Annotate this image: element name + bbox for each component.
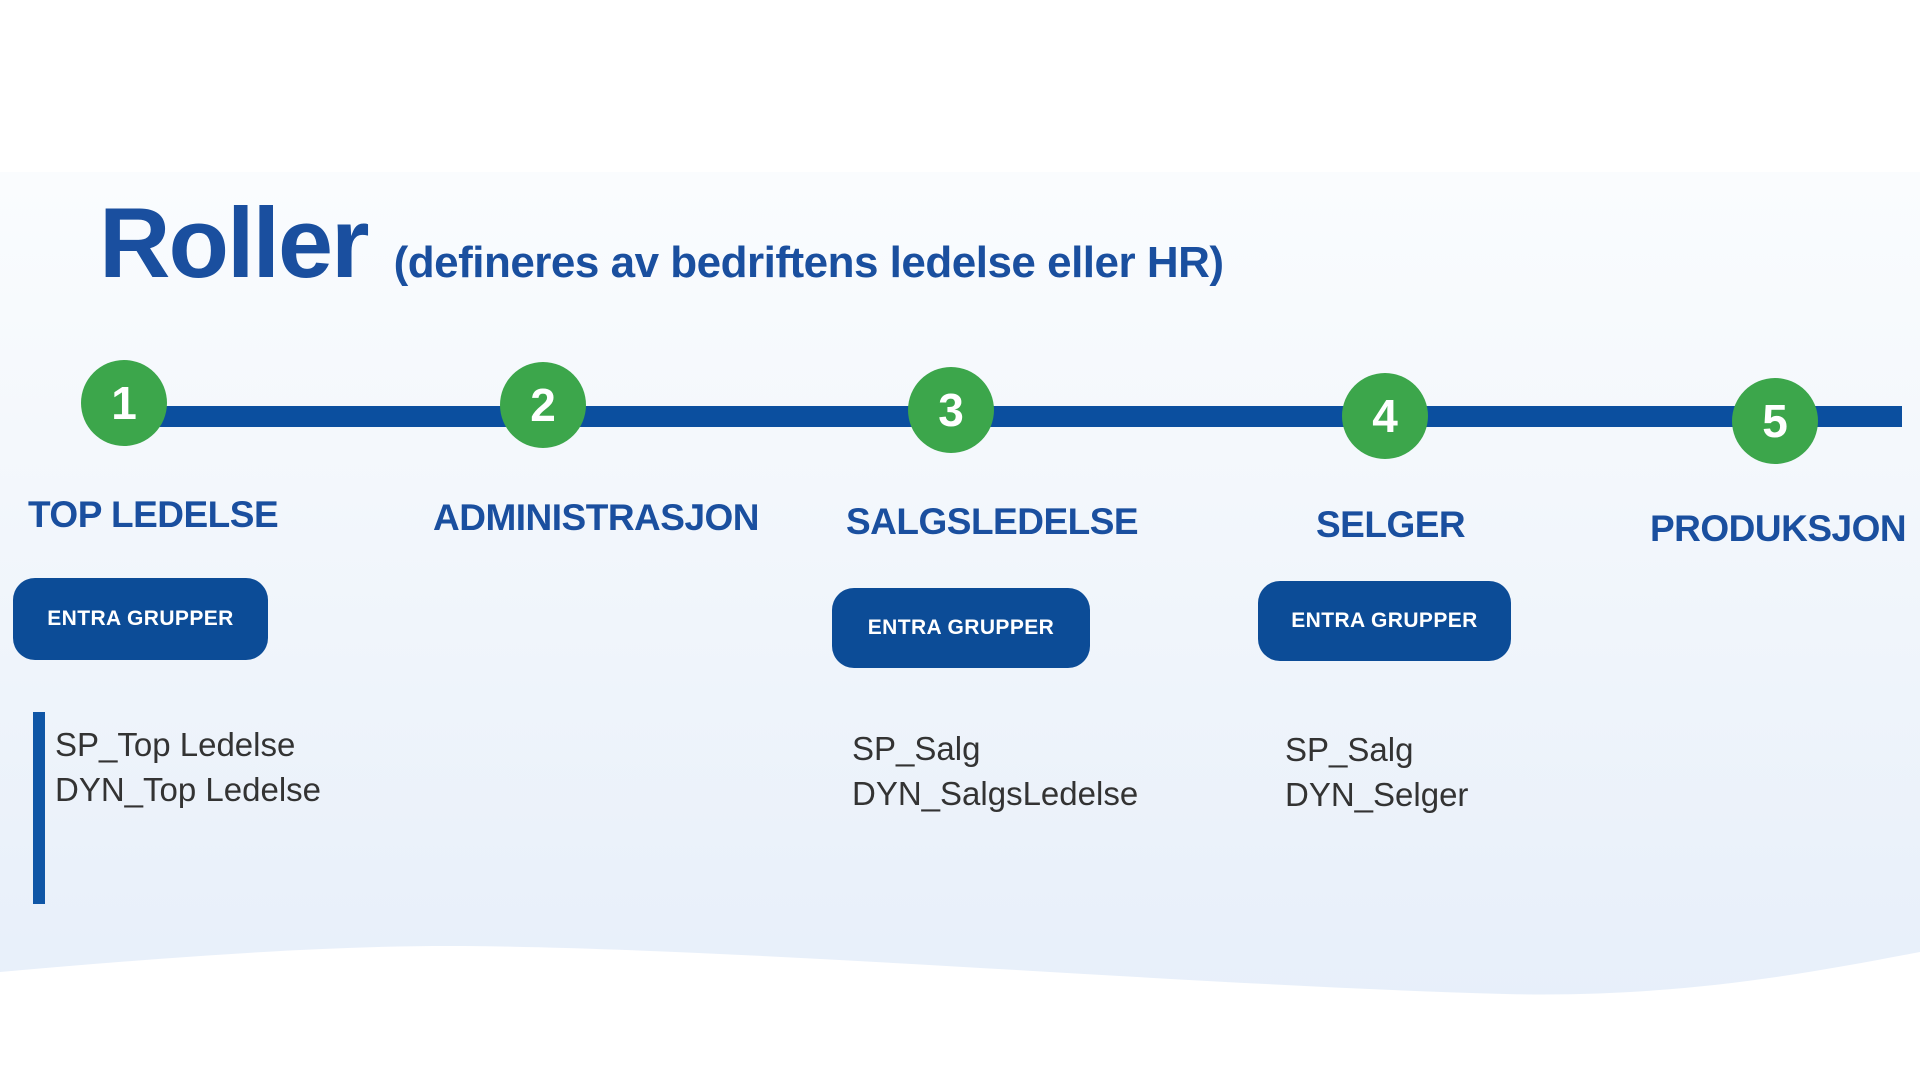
group-item: SP_Top Ledelse [55,726,296,763]
group-item: DYN_Top Ledelse [55,771,321,808]
step-1-marker: 1 [81,360,167,446]
step-5-number: 5 [1762,395,1788,447]
step-1-number: 1 [111,377,137,429]
entra-grupper-button-top-ledelse[interactable]: ENTRA GRUPPER [13,578,268,660]
subtitle-text: (defineres av bedriftens ledelse eller H… [393,238,1224,287]
step-1-label: TOP LEDELSE [28,494,279,535]
step-5-label: PRODUKSJON [1650,508,1907,549]
step-2-label: ADMINISTRASJON [433,497,760,538]
group-list-top-ledelse: SP_Top Ledelse DYN_Top Ledelse [55,722,321,812]
group-list-salgsledelse: SP_Salg DYN_SalgsLedelse [852,726,1138,816]
title-text: Roller [99,187,370,298]
step-5-marker: 5 [1732,378,1818,464]
group-item: DYN_SalgsLedelse [852,775,1139,812]
step-3-marker: 3 [908,367,994,453]
step-4-label: SELGER [1316,504,1466,545]
step-3-label: SALGSLEDELSE [846,501,1139,542]
timeline-bar [124,406,1902,427]
group-item: SP_Salg [1285,731,1414,768]
group-item: SP_Salg [852,730,981,767]
group-list-accent-bar [33,712,45,904]
step-2-number: 2 [530,379,556,431]
step-2-marker: 2 [500,362,586,448]
page-title: Roller (defineres av bedriftens ledelse … [99,186,1224,300]
step-3-number: 3 [938,384,964,436]
entra-grupper-button-salgsledelse[interactable]: ENTRA GRUPPER [832,588,1090,668]
step-4-number: 4 [1372,390,1398,442]
step-4-marker: 4 [1342,373,1428,459]
group-list-selger: SP_Salg DYN_Selger [1285,727,1468,817]
group-item: DYN_Selger [1285,776,1469,813]
entra-grupper-button-selger[interactable]: ENTRA GRUPPER [1258,581,1511,661]
